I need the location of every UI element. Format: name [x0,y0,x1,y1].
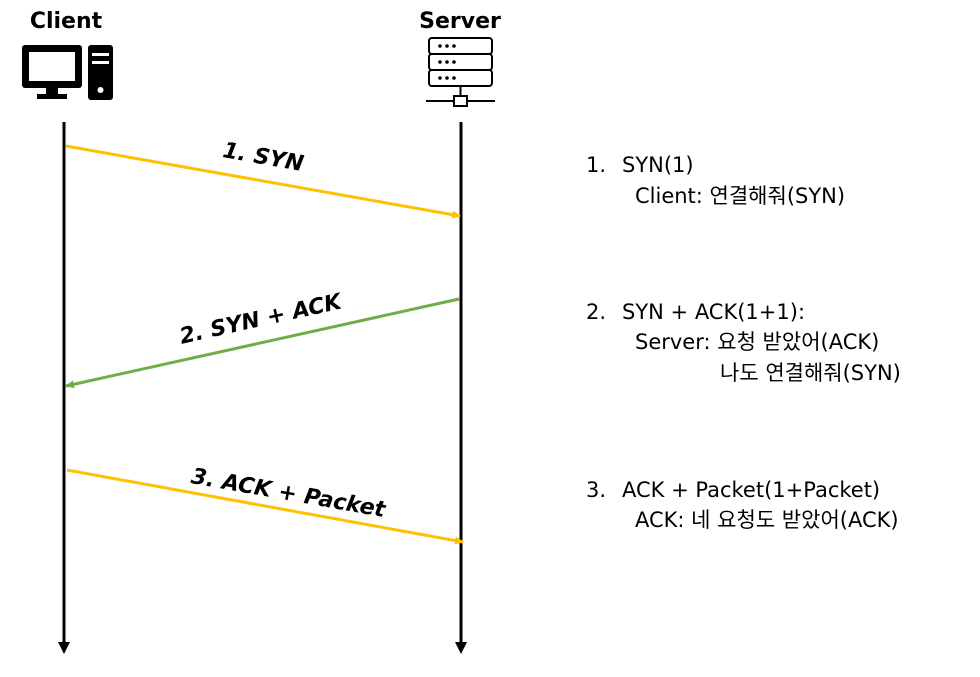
note-3-number: 3. [586,478,606,502]
note-1-number: 1. [586,153,606,177]
syn-ack-label: 2. SYN + ACK [177,289,345,350]
server-title: Server [419,9,501,34]
syn-arrow [65,144,461,219]
client-title: Client [30,9,103,34]
note-2-line: 나도 연결해줘(SYN) [720,361,901,385]
note-3-heading: ACK + Packet(1+Packet) [622,478,880,502]
note-1: 1. SYN(1) Client: 연결해줘(SYN) [586,153,845,208]
ack-packet-arrow [66,468,464,545]
syn-label: 1. SYN [221,138,306,177]
note-3: 3. ACK + Packet(1+Packet) ACK: 네 요청도 받았어… [586,478,899,532]
desktop-computer-icon [22,45,113,100]
syn-ack-arrow [65,297,460,389]
note-1-heading: SYN(1) [622,153,694,177]
note-2-number: 2. [586,300,606,324]
server-rack-icon [426,37,495,107]
note-3-line: ACK: 네 요청도 받았어(ACK) [635,508,899,532]
note-1-line: Client: 연결해줘(SYN) [635,184,845,208]
ack-packet-label: 3. ACK + Packet [189,464,388,523]
note-2-heading: SYN + ACK(1+1): [622,300,805,324]
note-2: 2. SYN + ACK(1+1): Server: 요청 받았어(ACK) 나… [586,300,901,385]
note-2-line: Server: 요청 받았어(ACK) [635,330,879,354]
